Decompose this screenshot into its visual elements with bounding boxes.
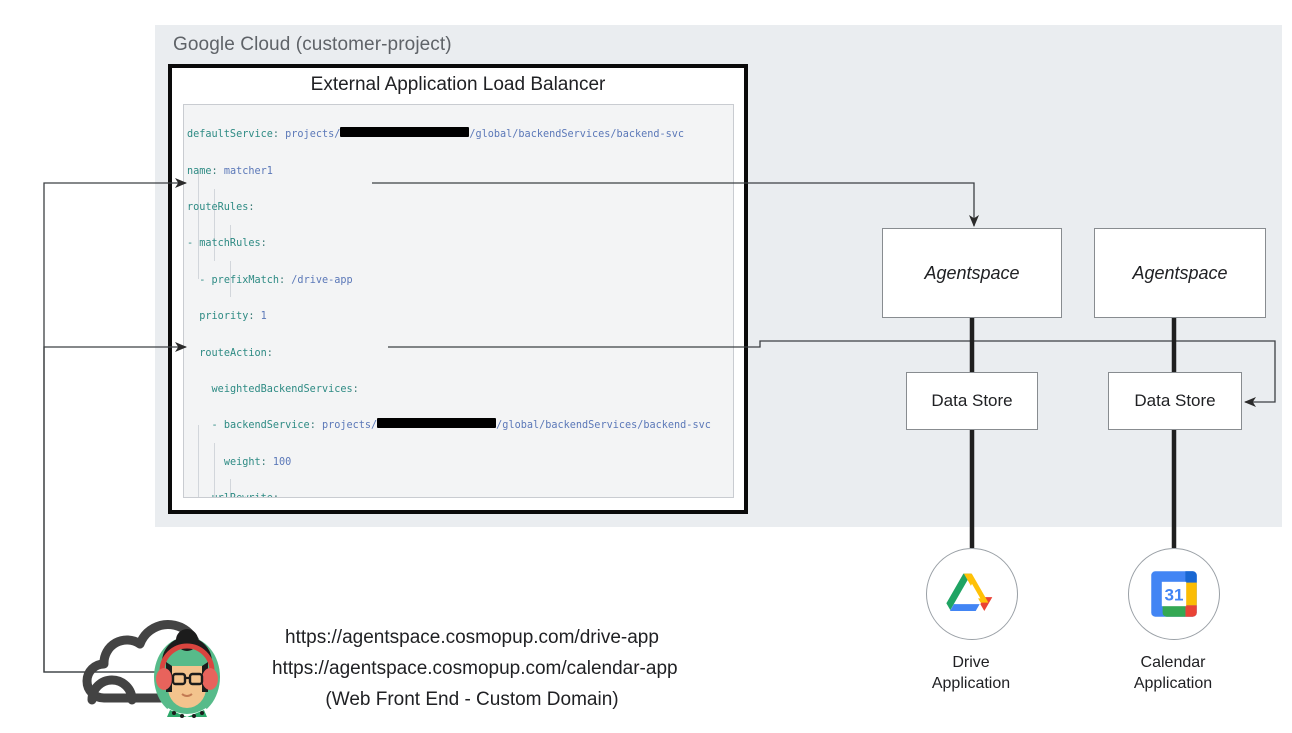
redacted-project-id	[340, 127, 470, 138]
yaml-line-prefixmatch-drive: - prefixMatch: /drive-app	[199, 274, 353, 286]
yaml-line: defaultService: projects/ /global/backen…	[187, 127, 685, 141]
calendar-app-circle[interactable]: 31	[1128, 548, 1220, 640]
client-url-block: https://agentspace.cosmopup.com/drive-ap…	[272, 622, 678, 715]
data-store-box-2[interactable]: Data Store	[1108, 372, 1242, 430]
calendar-app-url: https://agentspace.cosmopup.com/calendar…	[272, 658, 678, 679]
drive-app-url: https://agentspace.cosmopup.com/drive-ap…	[285, 627, 659, 648]
yaml-line: weightedBackendServices:	[211, 383, 359, 395]
yaml-line: routeRules:	[187, 201, 255, 213]
web-front-end-caption: (Web Front End - Custom Domain)	[325, 689, 619, 710]
google-cloud-panel-label: Google Cloud (customer-project)	[173, 34, 452, 55]
svg-text:31: 31	[1165, 586, 1184, 605]
drive-app-circle[interactable]	[926, 548, 1018, 640]
load-balancer-title: External Application Load Balancer	[310, 74, 606, 95]
yaml-line: - matchRules:	[187, 238, 267, 250]
url-map-yaml-code-block: defaultService: projects/ /global/backen…	[183, 104, 734, 498]
avatar-icon	[154, 629, 220, 718]
yaml-line: urlRewrite:	[187, 490, 733, 497]
calendar-icon: 31	[1151, 571, 1197, 617]
yaml-line: name: matcher1	[187, 165, 273, 177]
yaml-line: priority: 1	[199, 311, 267, 323]
yaml-line: weight: 100	[223, 456, 292, 468]
drive-icon	[946, 573, 993, 612]
agentspace-box-2[interactable]: Agentspace	[1094, 228, 1266, 318]
client-user-icon	[70, 616, 240, 721]
yaml-text: defaultService: projects/ /global/backen…	[187, 108, 733, 497]
calendar-application-label: Calendar Application	[1133, 654, 1213, 692]
redacted-project-id	[377, 418, 497, 429]
drive-application-label: Drive Application	[931, 654, 1011, 692]
data-store-box-1[interactable]: Data Store	[906, 372, 1038, 430]
agentspace-box-1[interactable]: Agentspace	[882, 228, 1062, 318]
yaml-line: - backendService: projects/ /global/back…	[211, 418, 711, 432]
yaml-line: routeAction:	[199, 347, 273, 359]
